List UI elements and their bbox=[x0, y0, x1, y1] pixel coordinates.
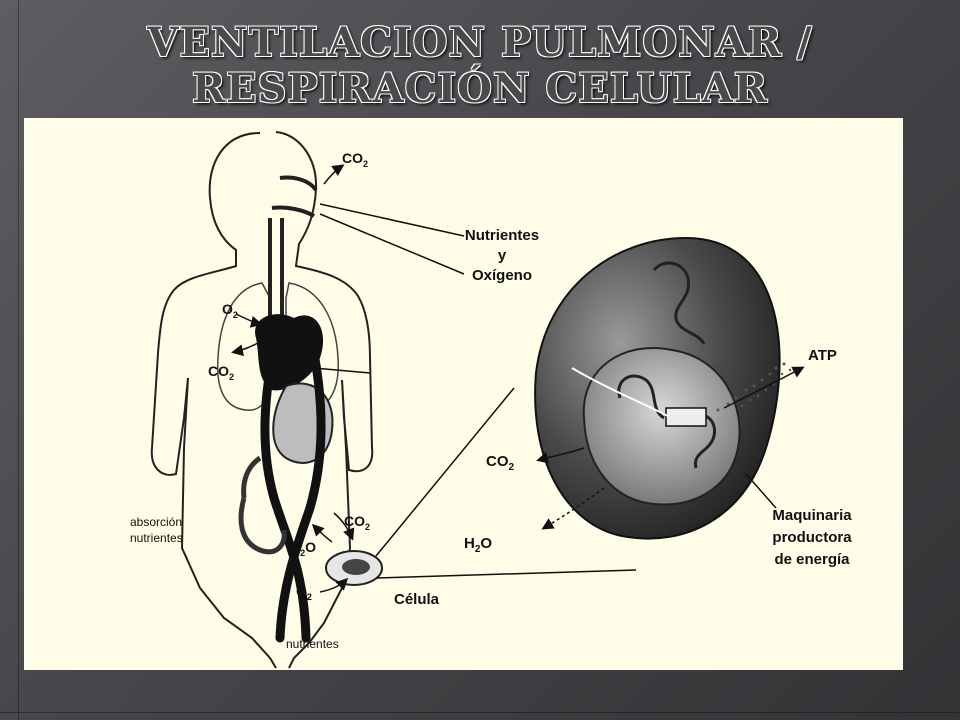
o2-lung-label: O2 bbox=[222, 301, 238, 320]
atp-label: ATP bbox=[808, 347, 837, 364]
blood-vessels bbox=[260, 343, 326, 643]
co2-exhale-label: CO2 bbox=[342, 150, 368, 169]
atp-particles bbox=[716, 362, 792, 412]
frame-line-left bbox=[18, 0, 19, 720]
human-body-outline bbox=[150, 131, 374, 669]
co2-cell-label: CO2 bbox=[344, 513, 370, 532]
slide-title: VENTILACION PULMONAR / RESPIRACIÓN CELUL… bbox=[0, 20, 960, 112]
maquinaria-pointer bbox=[745, 473, 777, 509]
nutrientes-oxigeno-line-2: y bbox=[498, 247, 507, 264]
frame-line-bottom bbox=[0, 712, 960, 713]
nutrientes-bottom-label: nutrientes bbox=[286, 637, 339, 651]
small-cell bbox=[325, 550, 383, 586]
h2o-mito-label: H2O bbox=[464, 535, 492, 555]
airway bbox=[268, 175, 318, 318]
diagram-svg: CO2 Nutrientes y Oxígeno O2 CO2 ATP CO2 … bbox=[130, 131, 852, 669]
intestine bbox=[238, 455, 287, 555]
h2o-cell-label: H2O bbox=[290, 539, 316, 558]
maquinaria-line-2: productora bbox=[772, 529, 852, 546]
maquinaria-line-3: de energía bbox=[774, 551, 850, 568]
nutrientes-oxigeno-line-3: Oxígeno bbox=[472, 267, 532, 284]
o2-cell-label: O2 bbox=[296, 583, 312, 602]
absorcion-line-1: absorción bbox=[130, 515, 182, 529]
slide-title-line-2: RESPIRACIÓN CELULAR bbox=[191, 65, 769, 112]
absorcion-line-2: nutrientes bbox=[130, 531, 183, 545]
mitochondrion bbox=[534, 236, 781, 540]
slide-title-line-1: VENTILACION PULMONAR / bbox=[147, 19, 813, 66]
respiration-diagram: CO2 Nutrientes y Oxígeno O2 CO2 ATP CO2 … bbox=[24, 118, 903, 670]
co2-lung-label: CO2 bbox=[208, 363, 234, 382]
pointer-lines bbox=[313, 203, 637, 579]
celula-label: Célula bbox=[394, 591, 440, 608]
co2-mito-label: CO2 bbox=[486, 453, 515, 473]
energy-machinery bbox=[665, 407, 707, 427]
maquinaria-line-1: Maquinaria bbox=[772, 507, 852, 524]
nutrientes-oxigeno-line-1: Nutrientes bbox=[465, 227, 539, 244]
flow-arrows bbox=[231, 164, 805, 593]
